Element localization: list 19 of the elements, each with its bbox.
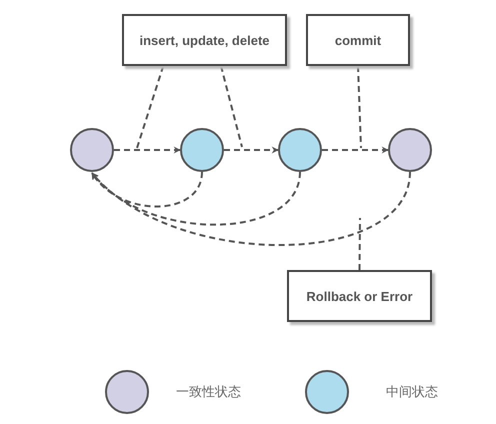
arrow xyxy=(91,172,411,246)
state-circle xyxy=(70,128,114,172)
arrow xyxy=(114,146,181,154)
arrow xyxy=(91,172,301,226)
leader-line xyxy=(136,66,164,148)
process-box: commit xyxy=(306,14,410,66)
arrow xyxy=(322,146,389,154)
state-circle xyxy=(388,128,432,172)
state-circle xyxy=(180,128,224,172)
arrow xyxy=(91,172,203,208)
process-box: insert, update, delete xyxy=(122,14,287,66)
arrow xyxy=(224,146,279,154)
leader-line xyxy=(358,218,361,270)
leader-line xyxy=(357,66,362,148)
legend-label: 中间状态 xyxy=(386,384,438,401)
legend-label: 一致性状态 xyxy=(176,384,241,401)
state-circle xyxy=(278,128,322,172)
leader-line xyxy=(220,66,243,148)
process-box: Rollback or Error xyxy=(287,270,432,322)
